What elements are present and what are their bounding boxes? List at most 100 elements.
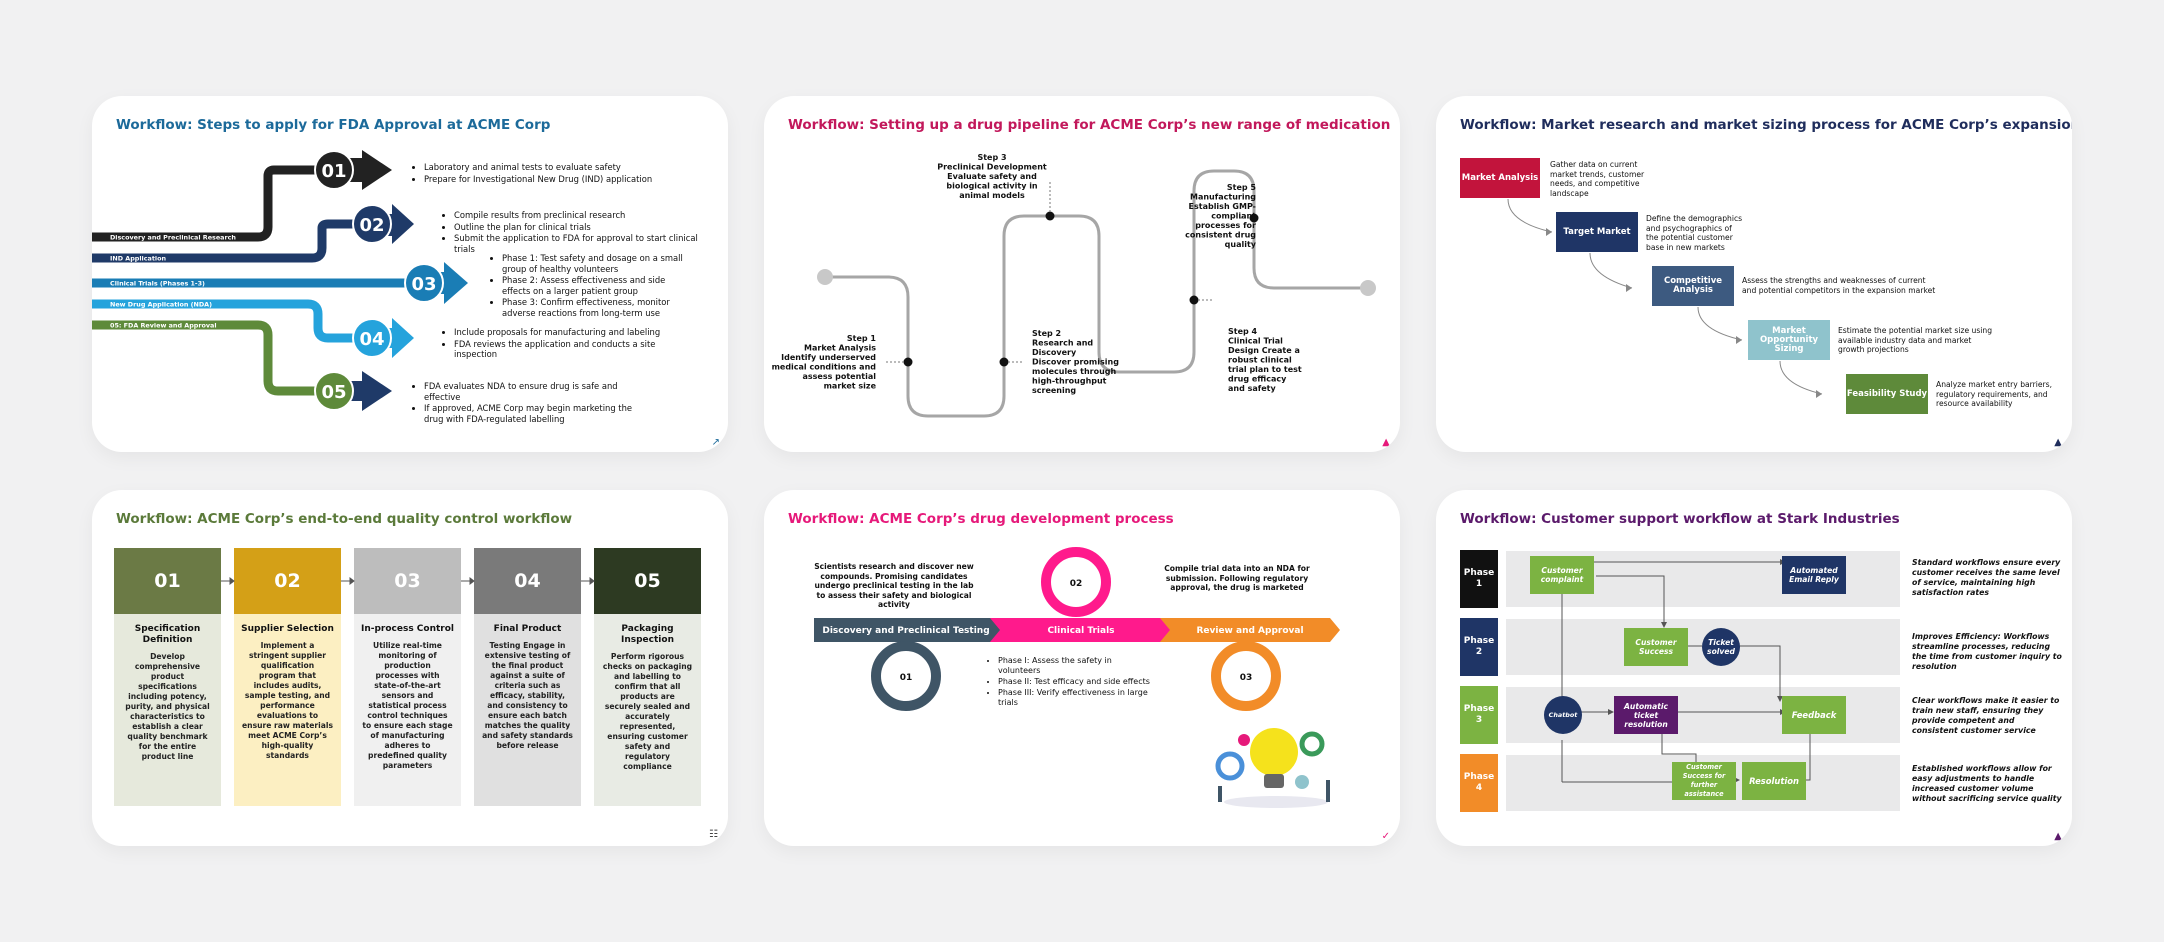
step-line: biological activity in [946, 182, 1038, 191]
step-line: Manufacturing [1190, 193, 1256, 202]
step-dot [1045, 211, 1055, 221]
step-competitive-analysis[interactable]: Competitive Analysis [1652, 266, 1734, 306]
slide-title: Workflow: Setting up a drug pipeline for… [788, 117, 1391, 133]
stripe-4 [92, 299, 356, 343]
bullet-item: FDA reviews the application and conducts… [454, 339, 672, 360]
bullet-list-2: Compile results from preclinical researc… [442, 210, 712, 255]
step-line: assess potential [802, 372, 876, 381]
qc-heading: Specification Definition [134, 624, 201, 645]
box-resolution[interactable]: Resolution [1742, 762, 1806, 800]
box-automatic-ticket-resolution[interactable]: Automatic ticket resolution [1614, 696, 1678, 734]
box-automated-email-reply[interactable]: Automated Email Reply [1782, 556, 1846, 594]
phase-note: Clear workflows make it easier to train … [1912, 696, 2060, 735]
corner-logo-icon: ▲ [2054, 437, 2062, 448]
qc-number: 04 [474, 548, 581, 614]
arrow-2 [386, 204, 414, 244]
arrow-1 [350, 150, 392, 190]
step-feasibility-study[interactable]: Feasibility Study [1846, 374, 1928, 414]
market-connectors [1507, 198, 1823, 398]
box-feedback[interactable]: Feedback [1782, 696, 1846, 734]
phase-note: Standard workflows ensure every customer… [1912, 558, 2061, 597]
qc-body: Testing Engage in extensive testing of t… [482, 641, 573, 750]
qc-body: Perform rigorous checks on packaging and… [602, 652, 693, 771]
step-market-analysis[interactable]: Market Analysis [1460, 158, 1540, 198]
corner-logo-icon: ▲ [1382, 437, 1390, 448]
step-line: robust clinical [1228, 356, 1292, 365]
step-number: 01 [321, 161, 346, 182]
bullet-item: Phase 1: Test safety and dosage on a sma… [502, 253, 690, 274]
slide-quality-control[interactable]: Workflow: ACME Corp’s end-to-end quality… [92, 490, 728, 846]
stage-number: 02 [1070, 579, 1083, 589]
bullet-item: Prepare for Investigational New Drug (IN… [424, 174, 662, 185]
qc-column: 04 Final Product Testing Engage in exten… [474, 548, 581, 806]
qc-body: Develop comprehensive product specificat… [125, 652, 210, 761]
box-customer-success[interactable]: Customer Success [1624, 628, 1688, 666]
step-market-opportunity-sizing[interactable]: Market Opportunity Sizing [1748, 320, 1830, 360]
box-ticket-solved[interactable]: Ticket solved [1702, 628, 1740, 666]
qc-heading: Supplier Selection [241, 624, 334, 634]
qc-heading: In-process Control [360, 624, 455, 634]
qc-number: 01 [114, 548, 221, 614]
step-circle-5 [314, 371, 354, 411]
phase-note: Improves Efficiency: Workflows streamlin… [1912, 632, 2062, 671]
path-end [1360, 280, 1376, 296]
stage-1-text: Scientists research and discover new com… [814, 562, 974, 609]
qc-heading: Final Product [493, 624, 562, 634]
bullet-item: Phase 3: Confirm effectiveness, monitor … [502, 297, 690, 318]
step-dot [1249, 213, 1259, 223]
bullet-list-1: Laboratory and animal tests to evaluate … [412, 162, 662, 185]
step-line: Step 2 [1032, 329, 1061, 338]
step-line: Identify underserved [781, 353, 876, 362]
bullet-item: Phase 2: Assess effectiveness and side e… [502, 275, 690, 296]
box-customer-complaint[interactable]: Customer complaint [1530, 556, 1594, 594]
stripe-2 [92, 219, 356, 263]
slide-title: Workflow: ACME Corp’s drug development p… [788, 511, 1174, 527]
stripe-label: 05: FDA Review and Approval [110, 322, 217, 330]
stage-2-ring [1041, 547, 1111, 617]
step-line: Clinical Trial [1228, 337, 1283, 346]
step-dot [903, 357, 913, 367]
arrow-5 [350, 371, 392, 411]
step-line: Discovery [1032, 348, 1077, 357]
qc-number: 05 [594, 548, 701, 614]
bullet-item: Phase I: Assess the safety in volunteers [998, 656, 1156, 676]
slide-title: Workflow: Market research and market siz… [1460, 117, 2072, 133]
step-line: Discover promising [1032, 358, 1119, 367]
step-line: high-throughput [1032, 377, 1107, 386]
pipeline-path [825, 169, 1368, 418]
slide-drug-pipeline[interactable]: Workflow: Setting up a drug pipeline for… [764, 96, 1400, 452]
step-target-market[interactable]: Target Market [1556, 212, 1638, 252]
stage-3-text: Compile trial data into an NDA for submi… [1164, 564, 1310, 592]
box-chatbot[interactable]: Chatbot [1544, 696, 1582, 734]
box-customer-success-further[interactable]: Customer Success for further assistance [1672, 762, 1736, 800]
step-description: Analyze market entry barriers, regulator… [1936, 380, 2053, 408]
stage-number: 03 [1240, 673, 1253, 683]
step-circle-1 [314, 150, 354, 190]
stage-label: Discovery and Preclinical Testing [822, 626, 989, 636]
arrow-3 [438, 262, 468, 304]
bullet-item: Phase III: Verify effectiveness in large… [998, 688, 1156, 708]
bullet-item: Compile results from preclinical researc… [454, 210, 712, 221]
stripe-1 [92, 165, 318, 242]
bullet-list-3: Phase 1: Test safety and dosage on a sma… [490, 253, 690, 319]
slide-customer-support[interactable]: Workflow: Customer support workflow at S… [1436, 490, 2072, 846]
bullet-item: FDA evaluates NDA to ensure drug is safe… [424, 381, 652, 402]
qc-column: 02 Supplier Selection Implement a string… [234, 548, 341, 806]
step-circle-4 [352, 318, 392, 358]
step-line: animal models [959, 191, 1025, 200]
innovation-illustration [1215, 728, 1330, 808]
slide-fda-approval[interactable]: Workflow: Steps to apply for FDA Approva… [92, 96, 728, 452]
slide-market-research[interactable]: Workflow: Market research and market siz… [1436, 96, 2072, 452]
step-line: Step 5 [1227, 183, 1257, 192]
phase-label: Phase 4 [1460, 754, 1498, 812]
step-line: molecules through [1032, 367, 1117, 376]
step-dot [999, 357, 1009, 367]
step-line: drug efficacy [1228, 375, 1287, 384]
qc-heading: Packaging Inspection [621, 624, 674, 645]
slide-drug-development[interactable]: Workflow: ACME Corp’s drug development p… [764, 490, 1400, 846]
stage-number: 01 [900, 673, 913, 683]
